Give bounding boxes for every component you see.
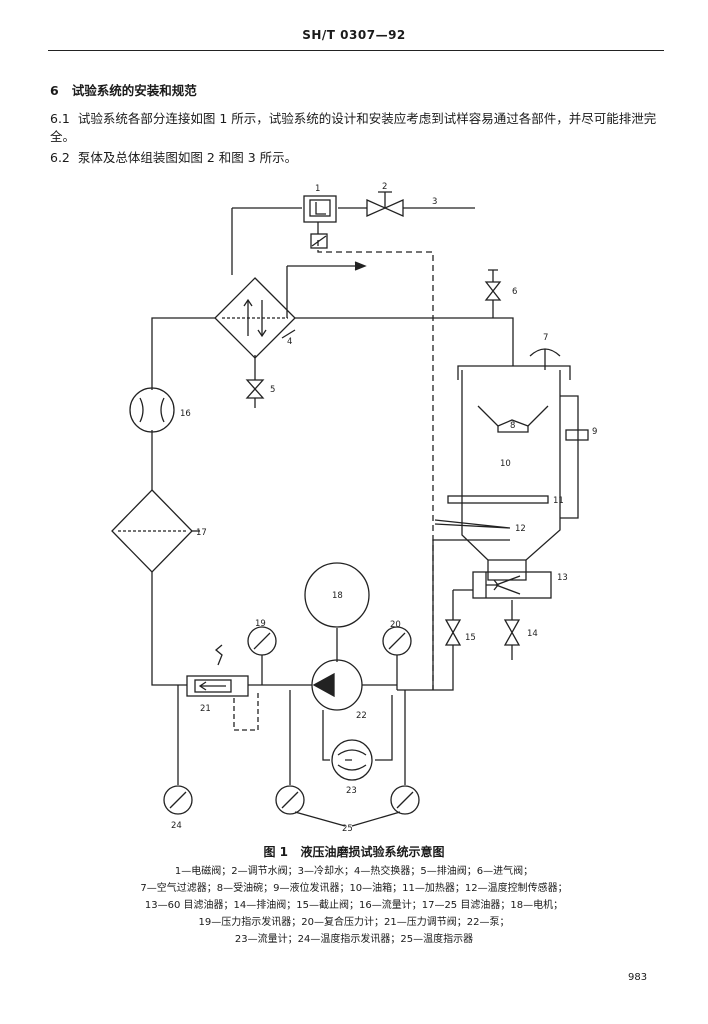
signal-line-dashed <box>317 240 434 690</box>
pipe-left-bottom <box>151 572 187 686</box>
temperature-gauge-25b <box>390 785 420 815</box>
relief-dashed <box>233 693 259 731</box>
shutoff-valve-15 <box>444 619 462 646</box>
flowmeter-16 <box>129 387 175 433</box>
section-title: 试验系统的安装和规范 <box>71 83 197 98</box>
paragraph-6-1: 6.1 试验系统各部分连接如图 1 所示，试验系统的设计和安装应考虑到试样容易通… <box>50 110 670 146</box>
sensor-line <box>432 539 510 690</box>
section-number: 6 <box>50 83 59 98</box>
label-2: 2 <box>382 182 387 192</box>
component-labels: 1 2 3 4 5 6 7 8 9 10 11 12 13 14 15 16 1… <box>171 182 597 834</box>
section-heading: 6 试验系统的安装和规范 <box>50 80 197 99</box>
heater-11 <box>447 495 549 504</box>
pump-22 <box>311 659 363 711</box>
solenoid-valve-1 <box>303 195 337 249</box>
temperature-gauge-25a <box>275 785 305 815</box>
legend-line: 23—流量计；24—温度指示发讯器；25—温度指示器 <box>234 934 474 945</box>
label-21: 21 <box>200 704 211 714</box>
paragraph-text: 泵体及总体组装图如图 2 和图 3 所示。 <box>77 150 298 165</box>
filter-17 <box>111 489 193 573</box>
level-sensor-9 <box>560 395 589 519</box>
header-rule <box>48 50 664 51</box>
legend-line: 7—空气过滤器；8—受油碗；9—液位发讯器；10—油箱；11—加热器；12—温度… <box>140 883 568 894</box>
label-25: 25 <box>342 824 353 834</box>
paragraph-number: 6.1 <box>50 111 70 126</box>
spring-mark <box>214 644 223 666</box>
label-15: 15 <box>465 633 476 643</box>
vent-stem <box>488 269 498 282</box>
label-8: 8 <box>510 421 515 431</box>
pipe-left-top <box>151 317 215 390</box>
caption-title: 液压油磨损试验系统示意图 <box>300 845 445 859</box>
vent-valve-6 <box>484 281 502 301</box>
receiving-bowl-8 <box>477 405 549 427</box>
leader-25 <box>294 811 401 827</box>
label-7: 7 <box>543 333 548 343</box>
label-16: 16 <box>180 409 191 419</box>
label-13: 13 <box>557 573 568 583</box>
bowl-base <box>497 426 529 433</box>
label-12: 12 <box>515 524 526 534</box>
paragraph-6-2: 6.2 泵体及总体组装图如图 2 和图 3 所示。 <box>50 149 297 167</box>
water-valve-2 <box>366 191 404 218</box>
regulating-valve-21 <box>186 675 249 697</box>
temperature-sensor-12 <box>434 519 511 529</box>
air-filter-7 <box>529 348 561 370</box>
pipe-return-15 <box>397 590 454 691</box>
page-number: 983 <box>628 972 648 983</box>
motor-18 <box>304 562 370 628</box>
label-4: 4 <box>287 337 292 347</box>
label-6: 6 <box>512 287 517 297</box>
label-20: 20 <box>390 620 401 630</box>
label-14: 14 <box>527 629 538 639</box>
paragraph-text: 试验系统各部分连接如图 1 所示，试验系统的设计和安装应考虑到试样容易通过各部件… <box>50 111 657 144</box>
label-19: 19 <box>255 619 266 629</box>
flowmeter-23-loop <box>322 695 393 761</box>
label-18: 18 <box>332 591 343 601</box>
label-23: 23 <box>346 786 357 796</box>
label-17: 17 <box>196 528 207 538</box>
paragraph-number: 6.2 <box>50 150 70 165</box>
caption-number: 图 1 <box>263 845 288 859</box>
heat-exchanger-4 <box>214 277 296 359</box>
label-24: 24 <box>171 821 182 831</box>
label-3: 3 <box>432 197 437 207</box>
oil-tank-10 <box>457 365 571 581</box>
temperature-gauge-24 <box>163 785 193 815</box>
legend-line: 19—压力指示发讯器；20—复合压力计；21—压力调节阀；22—泵； <box>198 917 510 928</box>
legend-line: 13—60 目滤油器；14—排油阀；15—截止阀；16—流量计；17—25 目滤… <box>144 900 564 911</box>
flowmeter-23 <box>331 739 373 781</box>
label-9: 9 <box>592 427 597 437</box>
drain-valve-5 <box>245 379 265 399</box>
pressure-gauge-20 <box>382 626 412 656</box>
hydraulic-system-diagram: 1 2 3 4 5 6 7 8 9 10 11 12 13 14 15 16 1… <box>111 182 597 834</box>
leader-4 <box>281 329 296 339</box>
label-10: 10 <box>500 459 511 469</box>
label-1: 1 <box>315 184 320 194</box>
label-22: 22 <box>356 711 367 721</box>
legend-line: 1—电磁阀；2—调节水阀；3—冷却水；4—热交换器；5—排油阀；6—进气阀； <box>174 866 534 877</box>
label-5: 5 <box>270 385 275 395</box>
running-header: SH/T 0307—92 <box>302 28 406 42</box>
drain-valve-14 <box>503 619 521 646</box>
filter-13 <box>472 571 552 599</box>
pipe-top-right <box>295 317 514 366</box>
figure-caption: 图 1 液压油磨损试验系统示意图 <box>0 843 708 860</box>
flow-arrow <box>354 261 367 271</box>
pressure-gauge-19 <box>247 626 277 656</box>
label-11: 11 <box>553 496 564 506</box>
hx-outlet-line <box>286 265 360 318</box>
